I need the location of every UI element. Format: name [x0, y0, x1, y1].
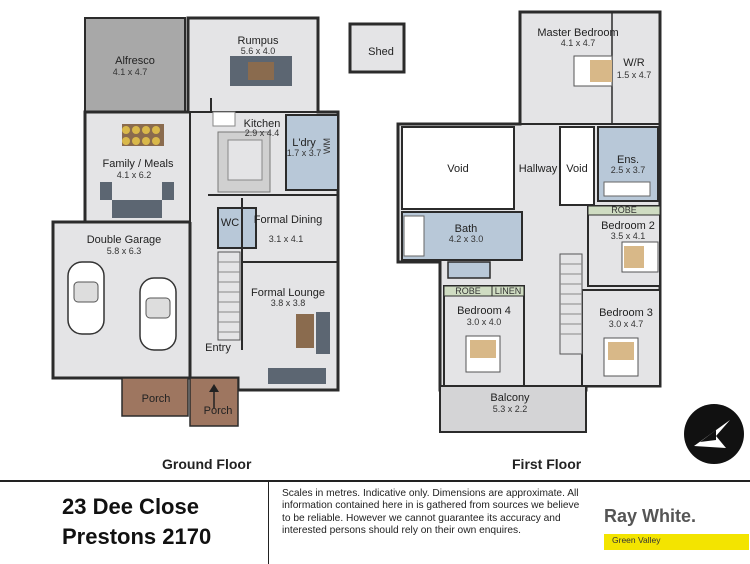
laundry-label: L'dry	[292, 137, 316, 149]
wr-dims: 1.5 x 4.7	[617, 70, 652, 80]
bed4-label: Bedroom 4	[457, 305, 511, 317]
porch-front-label: Porch	[204, 405, 233, 417]
balcony-label: Balcony	[490, 392, 530, 404]
listing-footer: 23 Dee Close Prestons 2170 Scales in met…	[0, 480, 750, 564]
address-block: 23 Dee Close Prestons 2170	[0, 482, 269, 564]
balcony	[439, 385, 587, 433]
robe-bedroom-2	[587, 205, 661, 216]
bed2-label: Bedroom 2	[601, 220, 655, 232]
lounge-dims: 3.8 x 3.8	[271, 298, 306, 308]
brand-logo: Ray White.	[604, 506, 697, 526]
garage-label: Double Garage	[87, 234, 162, 246]
entry-label: Entry	[205, 342, 231, 354]
family-dims: 4.1 x 6.2	[117, 170, 152, 180]
porch-left-label: Porch	[142, 393, 171, 405]
address-line-2: Prestons 2170	[62, 524, 212, 549]
family-sofa	[112, 200, 162, 218]
wc-label: WC	[221, 217, 239, 229]
bed3-label: Bedroom 3	[599, 307, 653, 319]
laundry-dims: 1.7 x 3.7	[287, 148, 322, 158]
kitchen-dims: 2.9 x 4.4	[245, 128, 280, 138]
bath-label: Bath	[455, 223, 478, 235]
lounge-label: Formal Lounge	[251, 287, 325, 299]
lounge-sofa	[268, 368, 326, 384]
wm-label: WM	[322, 138, 332, 154]
porch-left	[121, 377, 189, 417]
void-left	[401, 126, 515, 210]
hallway-label: Hallway	[519, 163, 558, 175]
garage-dims: 5.8 x 6.3	[107, 246, 142, 256]
alfresco-area	[84, 17, 186, 113]
robe-b4-label: ROBE	[455, 286, 481, 296]
ens-label: Ens.	[617, 154, 639, 166]
ground-floor-plan	[51, 16, 406, 427]
master-dims: 4.1 x 4.7	[561, 38, 596, 48]
shed-label: Shed	[368, 46, 394, 58]
address-line-1: 23 Dee Close	[62, 494, 199, 519]
bed3-dims: 3.0 x 4.7	[609, 319, 644, 329]
master-label: Master Bedroom	[537, 27, 618, 39]
robe-b2-label: ROBE	[611, 205, 637, 215]
ground-stairs	[217, 251, 241, 341]
floor-plan: Alfresco 4.1 x 4.7 Rumpus 5.6 x 4.0 Kitc…	[51, 10, 744, 464]
void-left-label: Void	[447, 163, 468, 175]
wr-label: W/R	[623, 57, 644, 69]
dining-label: Formal Dining	[254, 214, 322, 226]
ground-floor-heading: Ground Floor	[162, 456, 252, 472]
linen-label: LINEN	[495, 286, 522, 296]
balcony-dims: 5.3 x 2.2	[493, 404, 528, 414]
dining-dims: 3.1 x 4.1	[269, 234, 304, 244]
kitchen-label: Kitchen	[244, 118, 281, 130]
void-right	[559, 126, 595, 206]
alfresco-label: Alfresco	[115, 55, 155, 67]
first-floor-heading: First Floor	[512, 456, 582, 472]
wc-room	[217, 207, 257, 249]
rumpus-label: Rumpus	[238, 35, 279, 47]
alfresco-dims: 4.1 x 4.7	[113, 67, 148, 77]
void-right-label: Void	[566, 163, 587, 175]
bed2-dims: 3.5 x 4.1	[611, 231, 646, 241]
room-labels: Alfresco 4.1 x 4.7 Rumpus 5.6 x 4.0 Kitc…	[87, 27, 655, 417]
family-label: Family / Meals	[103, 158, 174, 170]
first-floor-plan	[396, 10, 662, 433]
shed	[348, 22, 406, 74]
ens-dims: 2.5 x 3.7	[611, 165, 646, 175]
brand-office: Green Valley	[612, 535, 661, 545]
north-arrow-icon	[684, 404, 744, 464]
linen-cupboard	[491, 285, 525, 297]
bed4-dims: 3.0 x 4.0	[467, 317, 502, 327]
rumpus-dims: 5.6 x 4.0	[241, 46, 276, 56]
first-stairs	[559, 253, 583, 355]
brand-bar	[604, 534, 749, 550]
laundry-room	[285, 114, 339, 191]
bath-dims: 4.2 x 3.0	[449, 234, 484, 244]
disclaimer-text: Scales in metres. Indicative only. Dimen…	[282, 488, 580, 536]
